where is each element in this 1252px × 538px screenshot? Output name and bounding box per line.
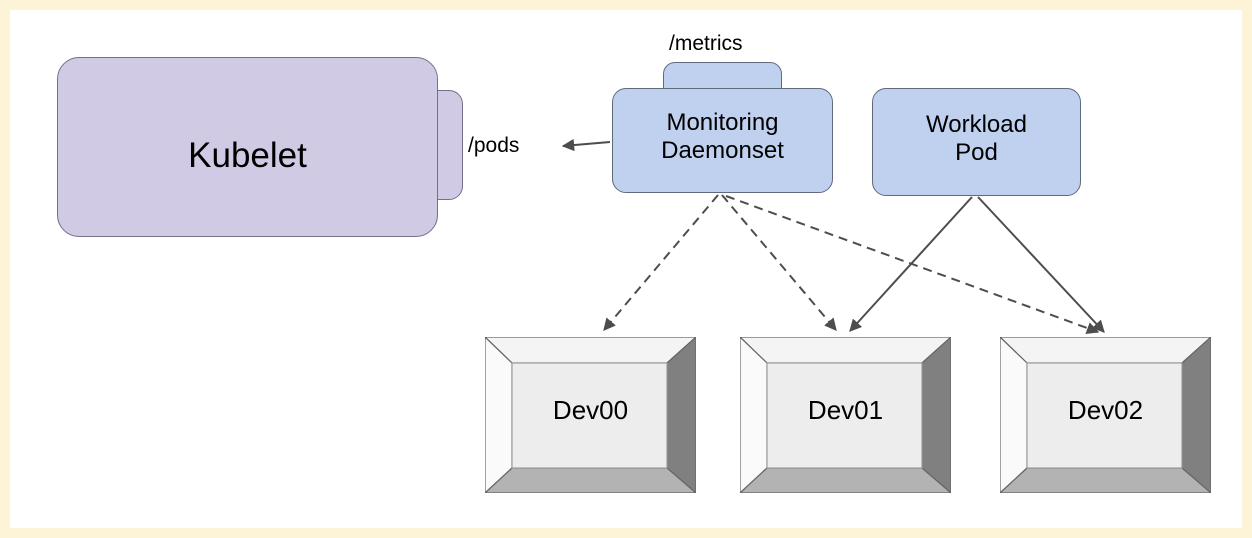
edge-daemonset-to-kubelet (561, 138, 611, 152)
node-monitoring-daemonset[interactable]: Monitoring Daemonset (612, 88, 833, 193)
node-device-dev01[interactable]: Dev01 (740, 337, 951, 493)
node-workload-pod[interactable]: Workload Pod (872, 88, 1081, 196)
kubelet-label: Kubelet (188, 136, 307, 175)
node-device-dev00[interactable]: Dev00 (485, 337, 696, 493)
edge-workload-to-dev01 (849, 196, 973, 332)
pods-endpoint-label: /pods (468, 134, 520, 157)
edge-daemonset-to-dev01 (721, 194, 837, 331)
device-box-shape (1000, 337, 1211, 493)
device-box-shape (740, 337, 951, 493)
device-box-shape (485, 337, 696, 493)
node-kubelet[interactable]: Kubelet (57, 57, 438, 237)
edge-workload-to-dev02 (977, 196, 1105, 333)
node-device-dev02[interactable]: Dev02 (1000, 337, 1211, 493)
metrics-endpoint-label: /metrics (669, 32, 743, 55)
monitoring-daemonset-label: Monitoring Daemonset (661, 109, 784, 164)
edge-daemonset-to-dev00 (603, 194, 719, 331)
workload-pod-label: Workload Pod (926, 111, 1027, 166)
